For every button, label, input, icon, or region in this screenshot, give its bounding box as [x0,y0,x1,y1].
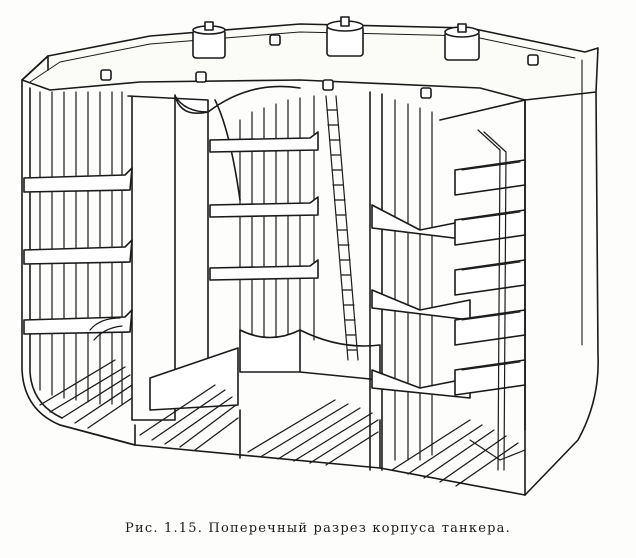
port-side-shell [21,85,136,446]
centre-tank-framing [207,85,381,381]
deck-fittings [100,16,539,99]
deck-vent-6 [527,54,539,66]
deck-dome-1 [192,21,226,59]
deck-vent-5 [420,87,432,99]
bottom-structure [39,359,526,496]
deck-vent-2 [100,69,112,81]
figure-caption: Рис. 1.15. Поперечный разрез корпуса тан… [125,521,511,536]
deck-vent-4 [322,79,334,91]
tanker-hull-cross-section-drawing [21,16,599,496]
deck-vent-3 [195,71,207,83]
starboard-wing-tank [439,99,526,471]
inspection-ladder [325,95,359,361]
starboard-side-shell [524,59,599,496]
upper-deck [21,23,599,101]
right-longitudinal-bulkhead [369,91,471,471]
deck-vent-1 [269,34,281,46]
deck-dome-3 [444,23,480,61]
deck-dome-2 [326,16,364,57]
